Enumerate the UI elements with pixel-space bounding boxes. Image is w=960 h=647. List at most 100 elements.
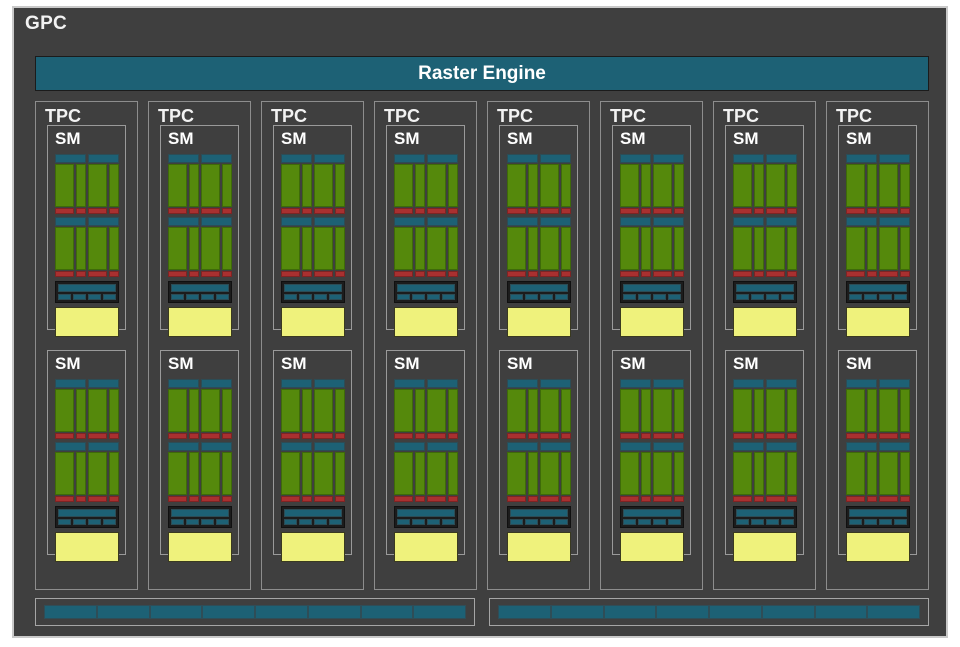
core-array [619, 389, 651, 432]
int32-core-group [301, 164, 312, 207]
processing-block [54, 442, 86, 502]
processing-block [539, 217, 571, 277]
tensor-core-wide [732, 433, 752, 439]
tensor-core-wide [539, 208, 559, 214]
l1-cache-block [167, 307, 232, 337]
processing-block-row [280, 217, 345, 277]
int32-core-group [560, 227, 571, 270]
tensor-core-row [732, 271, 764, 277]
tensor-core-row [54, 208, 86, 214]
int32-core-group [866, 164, 877, 207]
load-store-unit-bar [396, 284, 455, 292]
warp-scheduler-bar [87, 379, 119, 388]
int32-core-group [75, 452, 86, 495]
lsu-sfu-group [845, 506, 910, 528]
tensor-core-narrow [221, 496, 232, 502]
fp32-core-group [393, 389, 413, 432]
sfu-cell [185, 294, 199, 300]
load-store-unit-bar [622, 509, 681, 517]
fp32-core-group [54, 164, 74, 207]
processing-block-row [506, 442, 571, 502]
tensor-core-wide [506, 271, 526, 277]
int32-core-group [108, 227, 119, 270]
core-array [506, 452, 538, 495]
fp32-core-group [167, 452, 187, 495]
processing-block [765, 442, 797, 502]
tensor-core-narrow [188, 496, 199, 502]
fp32-core-group [87, 389, 107, 432]
tensor-core-narrow [866, 208, 877, 214]
tensor-core-narrow [447, 271, 458, 277]
tensor-core-wide [845, 208, 865, 214]
tensor-core-narrow [866, 271, 877, 277]
core-array [54, 227, 86, 270]
warp-scheduler-bar [54, 442, 86, 451]
core-array [54, 452, 86, 495]
fp32-core-group [652, 227, 672, 270]
load-store-unit-bar [283, 284, 342, 292]
tensor-core-wide [539, 433, 559, 439]
tensor-core-narrow [673, 208, 684, 214]
tensor-core-wide [313, 496, 333, 502]
tensor-core-row [393, 433, 425, 439]
l1-cache-block [393, 532, 458, 562]
tensor-core-row [506, 208, 538, 214]
sm-block: SM [725, 125, 804, 337]
int32-core-group [899, 164, 910, 207]
sfu-cell [87, 519, 101, 525]
warp-scheduler-bar [313, 217, 345, 226]
tensor-core-narrow [753, 208, 764, 214]
warp-scheduler-bar [280, 154, 312, 163]
warp-scheduler-bar [652, 379, 684, 388]
core-array [87, 389, 119, 432]
processing-block-row [845, 442, 910, 502]
core-array [619, 164, 651, 207]
raster-engine-block: Raster Engine [35, 56, 929, 91]
processing-block [167, 154, 199, 214]
int32-core-group [334, 164, 345, 207]
processing-block [878, 217, 910, 277]
int32-core-group [188, 227, 199, 270]
fp32-core-group [393, 227, 413, 270]
l1-cache-block [619, 307, 684, 337]
fp32-core-group [280, 227, 300, 270]
rop-cell [202, 605, 255, 619]
warp-scheduler-bar [652, 217, 684, 226]
sfu-cell [426, 294, 440, 300]
warp-scheduler-bar [765, 442, 797, 451]
processing-block [87, 154, 119, 214]
rop-cell [709, 605, 762, 619]
tensor-core-narrow [447, 496, 458, 502]
processing-block [765, 154, 797, 214]
lsu-sfu-group [280, 281, 345, 303]
sfu-cell [441, 519, 455, 525]
warp-scheduler-bar [393, 442, 425, 451]
rop-cell [656, 605, 709, 619]
l1-cache-block [506, 532, 571, 562]
tensor-core-wide [732, 496, 752, 502]
processing-block [280, 217, 312, 277]
tensor-core-wide [167, 271, 187, 277]
lsu-sfu-group [393, 281, 458, 303]
int32-core-group [527, 389, 538, 432]
tensor-core-wide [732, 208, 752, 214]
tensor-core-row [280, 433, 312, 439]
sfu-cell [396, 294, 410, 300]
sfu-cell [750, 519, 764, 525]
tensor-core-narrow [673, 271, 684, 277]
tensor-core-row [732, 433, 764, 439]
sfu-cell [735, 519, 749, 525]
tensor-core-row [200, 433, 232, 439]
processing-block-row [619, 217, 684, 277]
sfu-row [170, 519, 229, 525]
tensor-core-row [280, 271, 312, 277]
core-array [393, 389, 425, 432]
int32-core-group [447, 389, 458, 432]
l1-cache-block [732, 307, 797, 337]
l1-cache-block [280, 532, 345, 562]
tensor-core-row [200, 496, 232, 502]
tensor-core-narrow [899, 496, 910, 502]
sm-body [393, 154, 458, 337]
